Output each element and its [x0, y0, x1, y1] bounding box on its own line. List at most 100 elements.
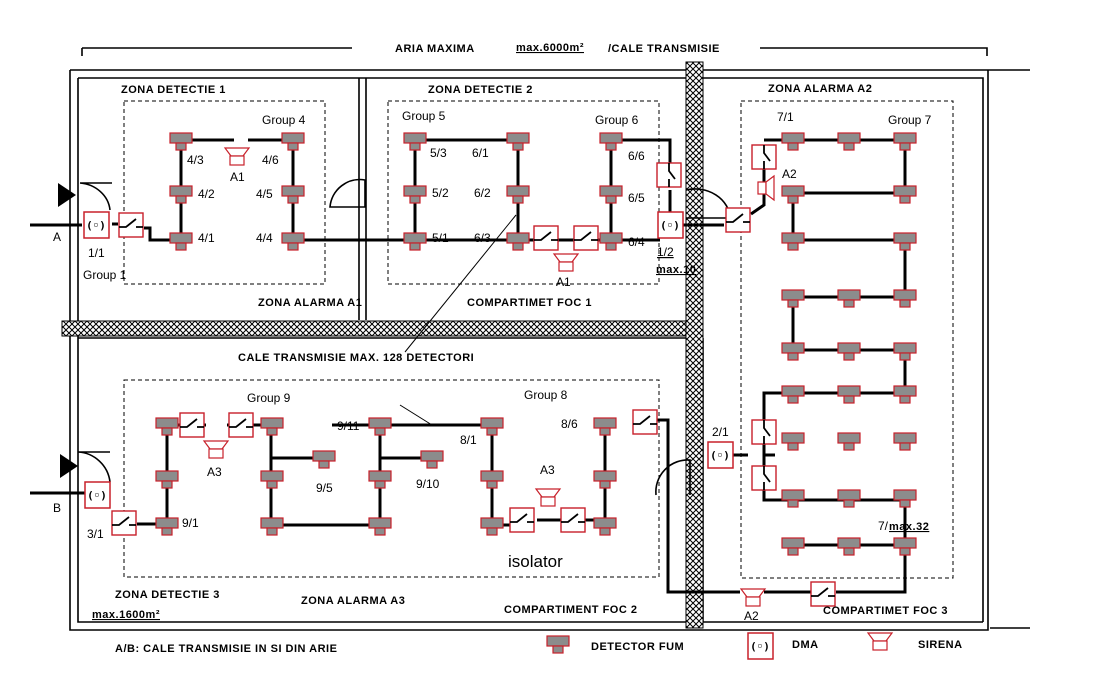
- smoke-detector: [893, 132, 917, 151]
- svg-text:5/1: 5/1: [432, 231, 449, 245]
- smoke-detector: [368, 417, 392, 436]
- smoke-detector: [260, 517, 284, 536]
- siren: [534, 488, 562, 507]
- aria-title: ARIA MAXIMA: [395, 43, 475, 55]
- svg-text:(◦): (◦): [87, 489, 107, 502]
- siren: [552, 253, 580, 272]
- smoke-detector: [403, 132, 427, 151]
- svg-text:A2: A2: [782, 167, 797, 181]
- label-zona-alarma-a2: ZONA ALARMA A2: [768, 83, 872, 95]
- smoke-detector: [155, 470, 179, 489]
- label-zona-detectie-1: ZONA DETECTIE 1: [121, 84, 226, 96]
- zone-detectie-2-boundary: [387, 100, 660, 285]
- zone-alarma-a2-boundary: [740, 100, 954, 579]
- building-walls: [69, 69, 1030, 631]
- smoke-detector: [368, 470, 392, 489]
- smoke-detector: [837, 385, 861, 404]
- cale-pointer: [404, 214, 517, 353]
- smoke-detector: [781, 342, 805, 361]
- svg-text:3/1: 3/1: [87, 527, 104, 541]
- smoke-detector: [837, 132, 861, 151]
- smoke-detector: [169, 232, 193, 251]
- device-labels: 4/3 4/6 A1 4/2 4/5 4/1 4/4 A 1/1 5/3 6/1…: [53, 110, 929, 623]
- smoke-detector: [893, 385, 917, 404]
- svg-text:4/1: 4/1: [198, 231, 215, 245]
- dma-call-point: (◦): [83, 211, 110, 239]
- smoke-detector: [155, 417, 179, 436]
- smoke-detector: [837, 537, 861, 556]
- smoke-detector: [781, 489, 805, 508]
- smoke-detector: [169, 132, 193, 151]
- svg-text:(◦): (◦): [750, 640, 770, 653]
- smoke-detector: [599, 232, 623, 251]
- isolator-switch: [228, 412, 254, 438]
- smoke-detector: [281, 132, 305, 151]
- smoke-detector: [599, 185, 623, 204]
- smoke-detector: [837, 432, 861, 451]
- smoke-detector: [546, 635, 570, 654]
- svg-text:9/10: 9/10: [416, 477, 440, 491]
- smoke-detector: [480, 417, 504, 436]
- smoke-detector: [420, 450, 444, 469]
- smoke-detector: [260, 417, 284, 436]
- isolator-switch: [810, 581, 836, 607]
- smoke-detector: [480, 470, 504, 489]
- fire-wall-vertical: [685, 61, 704, 629]
- zone-detectie-3-boundary: [123, 379, 660, 578]
- svg-text:6/1: 6/1: [472, 146, 489, 160]
- smoke-detector: [368, 517, 392, 536]
- siren: [866, 632, 894, 651]
- isolator-switch: [751, 419, 777, 445]
- svg-text:9/1: 9/1: [182, 516, 199, 530]
- svg-text:8/6: 8/6: [561, 417, 578, 431]
- group-5-label: Group 5: [402, 109, 446, 123]
- svg-text:A3: A3: [540, 463, 555, 477]
- smoke-detector: [837, 489, 861, 508]
- svg-text:4/6: 4/6: [262, 153, 279, 167]
- isolator-switch: [656, 162, 682, 188]
- svg-text:A2: A2: [744, 609, 759, 623]
- cale-pointer-2: [399, 404, 433, 426]
- smoke-detector: [781, 132, 805, 151]
- entry-arrows: [58, 183, 78, 478]
- svg-text:6/2: 6/2: [474, 186, 491, 200]
- smoke-detector: [506, 232, 530, 251]
- svg-text:(◦): (◦): [710, 449, 730, 462]
- svg-text:6/5: 6/5: [628, 191, 645, 205]
- smoke-detector: [781, 289, 805, 308]
- svg-text:A: A: [53, 230, 61, 244]
- isolator-switch: [560, 507, 586, 533]
- isolator-switch: [118, 212, 144, 238]
- siren: [739, 588, 767, 607]
- aria-area: max.6000m²: [516, 42, 584, 54]
- smoke-detector: [260, 470, 284, 489]
- smoke-detector: [893, 342, 917, 361]
- group-1-label: Group 1: [83, 268, 127, 282]
- svg-text:1/2: 1/2: [657, 245, 674, 259]
- svg-text:4/2: 4/2: [198, 187, 215, 201]
- svg-text:7/: 7/: [878, 519, 889, 533]
- smoke-detector: [312, 450, 336, 469]
- label-zona-detectie-3: ZONA DETECTIE 3: [115, 589, 220, 601]
- label-compartiment-foc-1: COMPARTIMET FOC 1: [467, 297, 592, 309]
- isolator-switch: [179, 412, 205, 438]
- svg-text:7/1: 7/1: [777, 110, 794, 124]
- group-4-label: Group 4: [262, 113, 306, 127]
- svg-text:(◦): (◦): [86, 219, 106, 232]
- isolator-switch: [509, 507, 535, 533]
- fire-wall-horizontal: [61, 320, 703, 337]
- svg-text:6/3: 6/3: [474, 231, 491, 245]
- legend-transmisie: A/B: CALE TRANSMISIE IN SI DIN ARIE: [115, 643, 337, 655]
- isolator-switch: [111, 510, 137, 536]
- devices: (◦)(◦)(◦)(◦): [83, 144, 836, 607]
- smoke-detector: [593, 517, 617, 536]
- label-compartiment-foc-3: COMPARTIMET FOC 3: [823, 605, 948, 617]
- svg-text:9/5: 9/5: [316, 481, 333, 495]
- isolator-switch: [533, 225, 559, 251]
- group-8-label: Group 8: [524, 388, 568, 402]
- zone-detectie-1-boundary: [123, 100, 326, 285]
- smoke-detector: [893, 232, 917, 251]
- svg-text:max.10: max.10: [656, 264, 696, 276]
- label-zona-alarma-a1: ZONA ALARMA A1: [258, 297, 362, 309]
